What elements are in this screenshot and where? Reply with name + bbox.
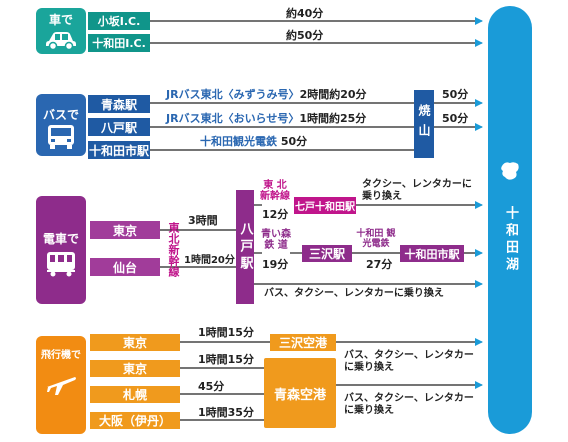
bus-transfer-yakeyama: 焼山 [414, 90, 434, 158]
train-time-tokyo: 3時間 [188, 214, 218, 227]
airport-aomori: 青森空港 [264, 358, 336, 428]
plane-time-4: 1時間35分 [198, 406, 254, 419]
bus-service-1: JRバス東北〈みずうみ号〉2時間約20分 [166, 88, 367, 101]
lake-towada: 十和田湖 [488, 6, 532, 434]
car-icon [46, 32, 76, 50]
hachinohe-text: 八戸駅 [237, 221, 253, 273]
plane-label: 飛行機で [41, 350, 81, 361]
bus-icon [48, 125, 74, 149]
train-origin-tokyo: 東京 [90, 221, 160, 239]
plane-category: 飛行機で [36, 336, 86, 434]
bus-service-2-time: 1時間約25分 [299, 112, 367, 125]
train-station-shichinohe: 七戸十和田駅 [294, 197, 356, 214]
lake-icon [501, 162, 519, 180]
bus-service-3: 十和田観光電鉄 50分 [200, 135, 307, 148]
train-bottom-next: バス、タクシー、レンタカーに乗り換え [264, 288, 444, 299]
plane-origin-osaka: 大阪（伊丹） [90, 412, 180, 429]
bus-station-towadashi: 十和田市駅 [88, 141, 150, 159]
bus-service-1-name: JRバス東北〈みずうみ号〉 [166, 88, 300, 101]
car-origin-towada: 十和田I.C. [88, 34, 150, 52]
car-time-1: 約40分 [286, 7, 324, 20]
train-icon [47, 252, 75, 277]
plane-origin-tokyo-2: 東京 [90, 360, 180, 377]
plane-next-2: バス、タクシー、レンタカーに乗り換え [344, 393, 474, 416]
train-branch2-time2: 27分 [366, 258, 393, 271]
train-branch2-line2: 十和田 観光電鉄 [356, 229, 396, 249]
bus-after-time-2: 50分 [442, 112, 469, 125]
bus-service-3-time: 50分 [280, 135, 308, 148]
plane-next-1: バス、タクシー、レンタカーに乗り換え [344, 350, 474, 373]
bus-service-1-time: 2時間約20分 [299, 88, 367, 101]
train-branch2-time: 19分 [262, 258, 289, 271]
plane-time-2: 1時間15分 [198, 353, 254, 366]
train-label: 電車で [42, 232, 79, 246]
train-hub-hachinohe: 八戸駅 [236, 190, 254, 304]
train-branch2-line: 青い森 鉄 道 [261, 229, 291, 251]
bus-label: バスで [42, 108, 79, 122]
bus-station-aomori: 青森駅 [88, 95, 150, 113]
airport-misawa: 三沢空港 [270, 334, 336, 351]
plane-time-1: 1時間15分 [198, 326, 254, 339]
train-branch1-time: 12分 [262, 208, 289, 221]
train-origin-sendai: 仙台 [90, 258, 160, 276]
bus-service-2-name: JRバス東北〈おいらせ号〉 [166, 112, 300, 125]
bus-service-2: JRバス東北〈おいらせ号〉1時間約25分 [166, 112, 366, 125]
plane-origin-tokyo-1: 東京 [90, 334, 180, 351]
car-time-2: 約50分 [286, 29, 324, 42]
train-branch1-next: タクシー、レンタカーに乗り換え [362, 179, 472, 202]
train-branch1-line: 東 北 新幹線 [260, 180, 290, 202]
car-label: 車で [48, 13, 73, 27]
yakeyama-text: 焼山 [417, 104, 431, 144]
car-category: 車で [36, 8, 86, 54]
car-origin-kosaka: 小坂I.C. [88, 12, 150, 30]
plane-origin-sapporo: 札幌 [90, 386, 180, 403]
bus-category: バスで [36, 94, 86, 156]
plane-time-3: 45分 [198, 380, 225, 393]
train-station-misawa: 三沢駅 [302, 245, 352, 262]
airplane-icon [47, 377, 76, 395]
bus-service-3-name: 十和田観光電鉄 [200, 135, 277, 148]
train-station-towadashi: 十和田市駅 [400, 245, 464, 262]
bus-after-time-1: 50分 [442, 88, 469, 101]
bus-station-hachinohe: 八戸駅 [88, 118, 150, 136]
train-category: 電車で [36, 196, 86, 304]
lake-name: 十和田湖 [503, 206, 518, 274]
train-time-sendai: 1時間20分 [184, 255, 235, 266]
train-line-tohoku-shinkansen: 東北新幹線 [167, 222, 180, 277]
